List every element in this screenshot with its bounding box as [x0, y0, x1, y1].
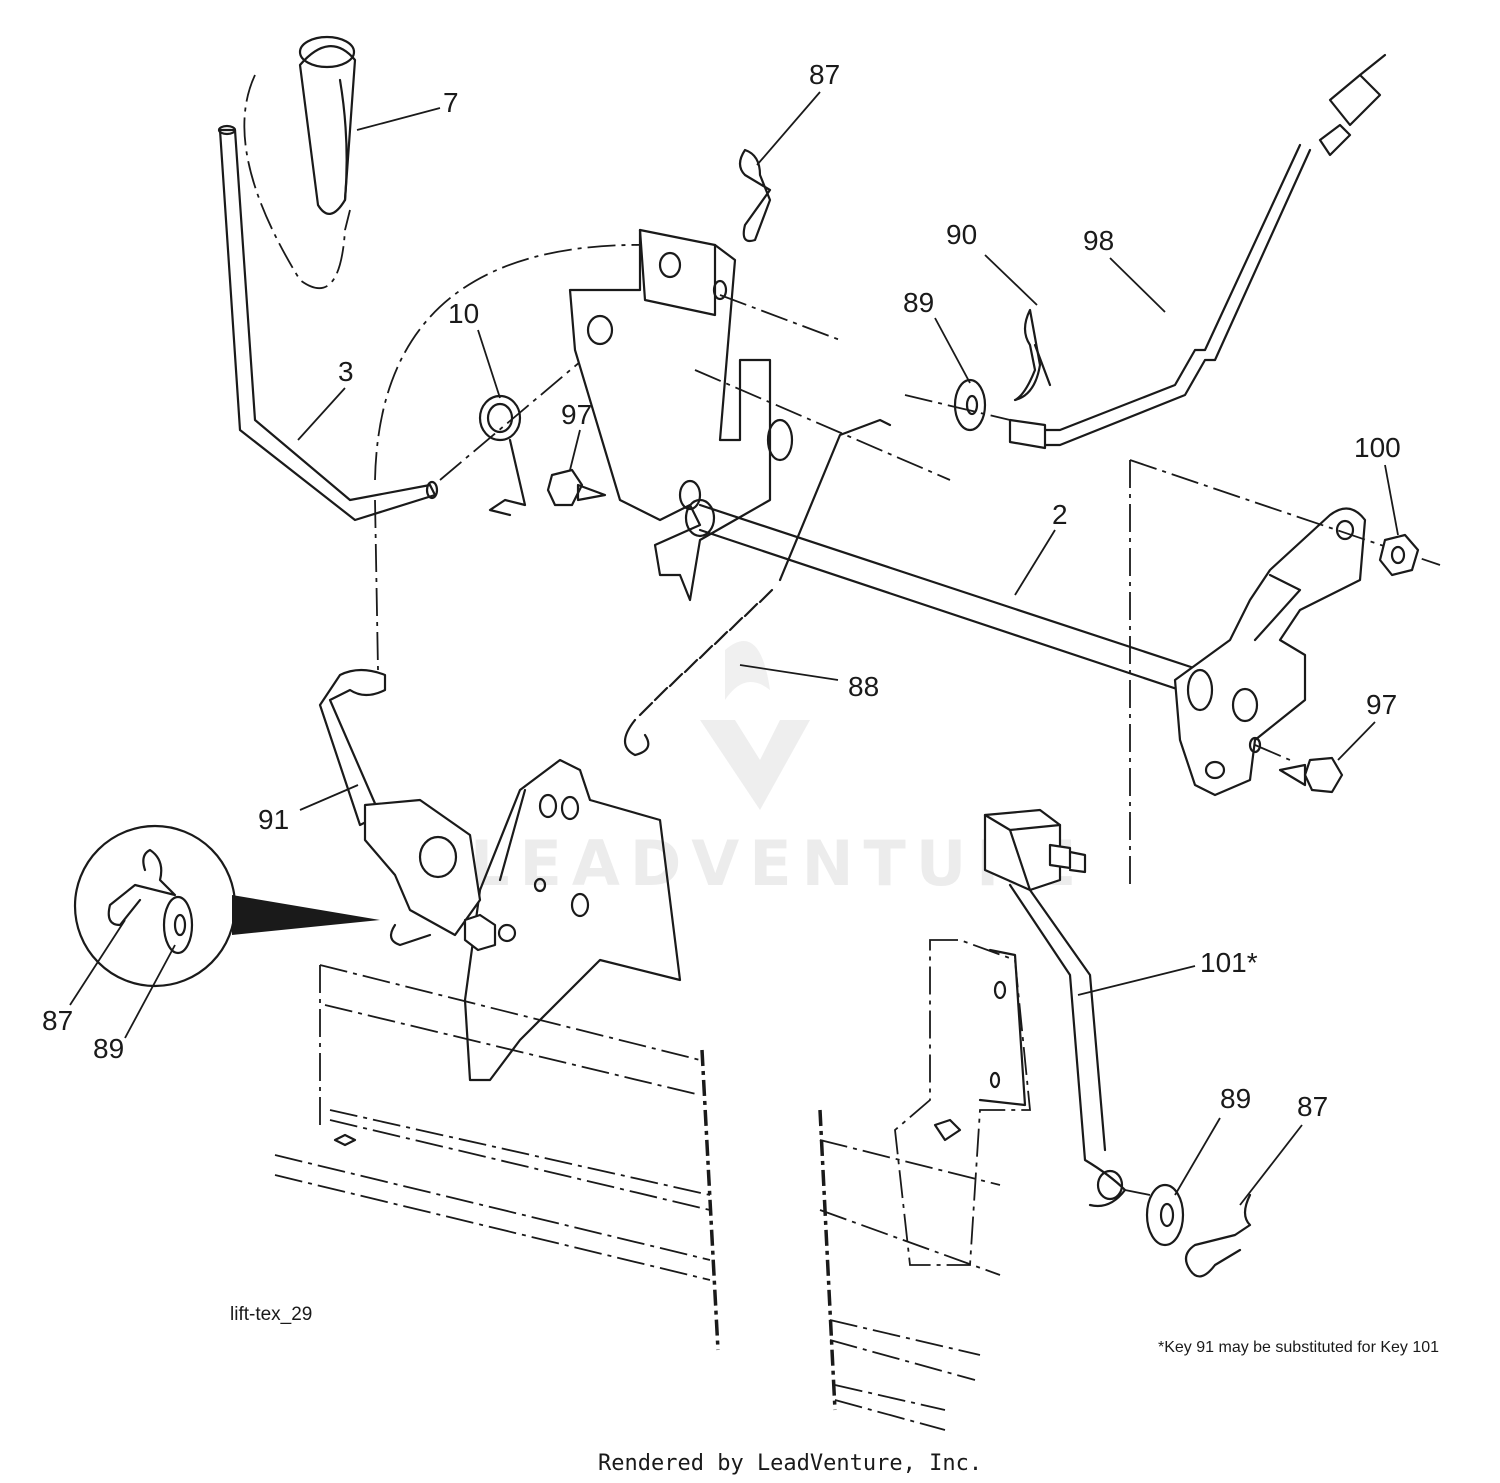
lift-shaft-part-2 [684, 498, 1202, 697]
mower-deck [274, 964, 1001, 1431]
callout-label-3: 3 [338, 356, 354, 387]
callout-leaders [69, 91, 1399, 1206]
washer-part-89-bottom [1145, 1183, 1185, 1247]
right-lift-arm [1173, 507, 1367, 797]
bolt-part-97-left [546, 468, 607, 507]
callout-label-101: 101* [1200, 947, 1258, 978]
handle-grip-part-7 [298, 35, 357, 215]
callout-label-7: 7 [443, 87, 459, 118]
callout-label-89-top: 89 [903, 287, 934, 318]
callout-label-97-right: 97 [1366, 689, 1397, 720]
magnified-detail-icon [73, 824, 380, 988]
callout-label-10: 10 [448, 298, 479, 329]
callout-label-88: 88 [848, 671, 879, 702]
callout-label-2: 2 [1052, 499, 1068, 530]
extension-spring-part-88 [623, 418, 892, 757]
hairpin-clip-part-87-top [738, 148, 772, 243]
callout-label-98: 98 [1083, 225, 1114, 256]
callout-label-87-inset: 87 [42, 1005, 73, 1036]
callout-label-89-bottom: 89 [1220, 1083, 1251, 1114]
right-deck-bracket [894, 939, 1031, 1266]
callout-label-87-top: 87 [809, 59, 840, 90]
lift-lever-part-3 [217, 124, 439, 522]
hex-nut-part-100 [1378, 533, 1420, 577]
rendered-by-footer: Rendered by LeadVenture, Inc. [598, 1451, 982, 1476]
callout-label-90: 90 [946, 219, 977, 250]
callout-label-87-bottom: 87 [1297, 1091, 1328, 1122]
callout-label-91: 91 [258, 804, 289, 835]
footnote-text: *Key 91 may be substituted for Key 101 [1158, 1339, 1439, 1356]
diagram-id-label: lift-tex_29 [230, 1304, 312, 1325]
watermark-text: LEADVENTURE [470, 827, 1086, 900]
alternate-link-part-101 [983, 808, 1127, 1208]
callout-label-97-left: 97 [561, 399, 592, 430]
hairpin-clip-part-90 [1013, 308, 1052, 402]
lower-link-part-91 [318, 668, 517, 952]
rod-part-98 [1008, 53, 1387, 450]
hairpin-clip-part-87-bottom [1184, 1193, 1252, 1278]
callout-label-100: 100 [1354, 432, 1401, 463]
torsion-spring-part-10 [478, 394, 527, 517]
callout-label-89-inset: 89 [93, 1033, 124, 1064]
washer-part-89-top [953, 378, 987, 432]
left-deck-bracket [463, 758, 682, 1082]
pivot-bracket [568, 228, 794, 602]
bolt-part-97-right [1278, 756, 1344, 794]
leadventure-logo-icon [700, 641, 810, 810]
